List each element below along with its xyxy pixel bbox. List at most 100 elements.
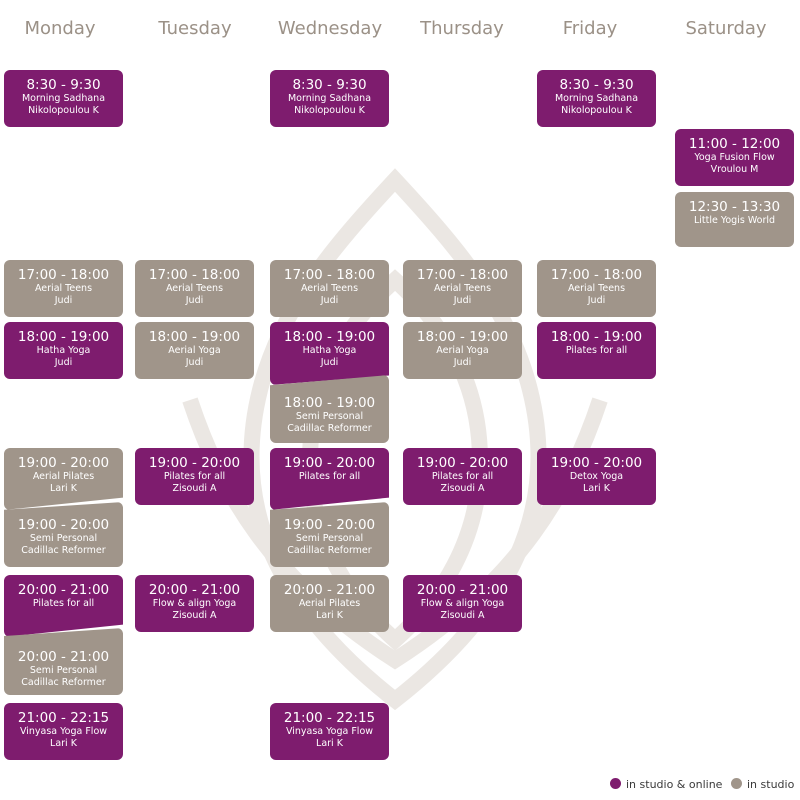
class-card[interactable]: 11:00 - 12:00 Yoga Fusion Flow Vroulou M bbox=[675, 129, 794, 186]
class-card[interactable]: 19:00 - 20:00 Semi Personal Cadillac Ref… bbox=[4, 502, 123, 567]
class-name: Aerial Pilates bbox=[32, 471, 95, 482]
class-name: Pilates for all bbox=[32, 598, 95, 609]
class-card[interactable]: 19:00 - 20:00 Aerial Pilates Lari K bbox=[4, 448, 123, 510]
legend-studio: in studio bbox=[731, 778, 794, 791]
class-card[interactable]: 19:00 - 20:00 Pilates for all bbox=[270, 448, 389, 510]
class-teacher: Judi bbox=[453, 357, 472, 368]
class-teacher: Vroulou M bbox=[710, 164, 759, 175]
day-header-tuesday: Tuesday bbox=[158, 18, 232, 39]
class-name: Hatha Yoga bbox=[302, 345, 357, 356]
class-teacher: Judi bbox=[587, 295, 606, 306]
class-teacher: Lari K bbox=[316, 610, 343, 621]
class-teacher: Zisoudi A bbox=[440, 610, 485, 621]
class-card[interactable]: 17:00 - 18:00 Aerial Teens Judi bbox=[270, 260, 389, 317]
class-card[interactable]: 17:00 - 18:00 Aerial Teens Judi bbox=[135, 260, 254, 317]
class-teacher: Judi bbox=[185, 295, 204, 306]
class-card[interactable]: 19:00 - 20:00 Pilates for all Zisoudi A bbox=[403, 448, 522, 505]
class-card[interactable]: 21:00 - 22:15 Vinyasa Yoga Flow Lari K bbox=[4, 703, 123, 760]
class-card[interactable]: 18:00 - 19:00 Aerial Yoga Judi bbox=[135, 322, 254, 379]
class-teacher: Lari K bbox=[316, 738, 343, 749]
day-header-monday: Monday bbox=[24, 18, 96, 39]
class-card[interactable]: 18:00 - 19:00 Aerial Yoga Judi bbox=[403, 322, 522, 379]
class-time: 19:00 - 20:00 bbox=[148, 455, 241, 471]
class-teacher: Zisoudi A bbox=[440, 483, 485, 494]
class-time: 17:00 - 18:00 bbox=[17, 267, 110, 283]
class-time: 8:30 - 9:30 bbox=[559, 77, 634, 93]
class-teacher: Judi bbox=[453, 295, 472, 306]
day-header-saturday: Saturday bbox=[685, 18, 767, 39]
class-time: 8:30 - 9:30 bbox=[292, 77, 367, 93]
class-name: Detox Yoga bbox=[569, 471, 624, 482]
class-teacher: Nikolopoulou K bbox=[294, 105, 365, 116]
class-card[interactable]: 12:30 - 13:30 Little Yogis World bbox=[675, 192, 794, 247]
class-card[interactable]: 21:00 - 22:15 Vinyasa Yoga Flow Lari K bbox=[270, 703, 389, 760]
class-teacher: Lari K bbox=[50, 483, 77, 494]
class-card[interactable]: 19:00 - 20:00 Semi Personal Cadillac Ref… bbox=[270, 502, 389, 567]
class-card[interactable]: 20:00 - 21:00 Pilates for all bbox=[4, 575, 123, 637]
purple-dot-icon bbox=[610, 778, 621, 789]
class-name: Little Yogis World bbox=[693, 215, 776, 226]
class-card[interactable]: 18:00 - 19:00 Hatha Yoga Judi bbox=[270, 322, 389, 385]
class-card[interactable]: 19:00 - 20:00 Detox Yoga Lari K bbox=[537, 448, 656, 505]
class-time: 20:00 - 21:00 bbox=[17, 649, 110, 665]
legend-online-label: in studio & online bbox=[626, 778, 723, 791]
lotus-watermark-icon bbox=[182, 168, 608, 711]
class-teacher: Judi bbox=[54, 357, 73, 368]
class-time: 18:00 - 19:00 bbox=[17, 329, 110, 345]
class-name: Morning Sadhana bbox=[287, 93, 372, 104]
class-teacher: Zisoudi A bbox=[172, 610, 217, 621]
class-name: Aerial Teens bbox=[165, 283, 224, 294]
class-time: 20:00 - 21:00 bbox=[17, 582, 110, 598]
class-card[interactable]: 8:30 - 9:30 Morning Sadhana Nikolopoulou… bbox=[270, 70, 389, 127]
class-teacher: Nikolopoulou K bbox=[28, 105, 99, 116]
class-name: Pilates for all bbox=[431, 471, 494, 482]
class-time: 18:00 - 19:00 bbox=[283, 329, 376, 345]
class-name: Semi Personal bbox=[29, 533, 98, 544]
class-teacher: Zisoudi A bbox=[172, 483, 217, 494]
class-card[interactable]: 18:00 - 19:00 Hatha Yoga Judi bbox=[4, 322, 123, 379]
class-name: Pilates for all bbox=[565, 345, 628, 356]
class-card[interactable]: 17:00 - 18:00 Aerial Teens Judi bbox=[4, 260, 123, 317]
class-name: Pilates for all bbox=[163, 471, 226, 482]
class-time: 19:00 - 20:00 bbox=[550, 455, 643, 471]
class-name: Aerial Yoga bbox=[168, 345, 221, 356]
class-name: Hatha Yoga bbox=[36, 345, 91, 356]
class-time: 11:00 - 12:00 bbox=[688, 136, 781, 152]
class-card[interactable]: 19:00 - 20:00 Pilates for all Zisoudi A bbox=[135, 448, 254, 505]
class-card[interactable]: 20:00 - 21:00 Flow & align Yoga Zisoudi … bbox=[135, 575, 254, 632]
class-time: 19:00 - 20:00 bbox=[17, 517, 110, 533]
class-time: 19:00 - 20:00 bbox=[416, 455, 509, 471]
class-teacher: Judi bbox=[320, 295, 339, 306]
class-time: 21:00 - 22:15 bbox=[17, 710, 110, 726]
class-card[interactable]: 20:00 - 21:00 Flow & align Yoga Zisoudi … bbox=[403, 575, 522, 632]
class-teacher: Judi bbox=[54, 295, 73, 306]
class-name: Flow & align Yoga bbox=[152, 598, 237, 609]
class-card[interactable]: 8:30 - 9:30 Morning Sadhana Nikolopoulou… bbox=[4, 70, 123, 127]
class-name: Yoga Fusion Flow bbox=[694, 152, 775, 163]
class-time: 20:00 - 21:00 bbox=[283, 582, 376, 598]
class-card[interactable]: 8:30 - 9:30 Morning Sadhana Nikolopoulou… bbox=[537, 70, 656, 127]
class-name: Aerial Teens bbox=[34, 283, 93, 294]
legend-studio-label: in studio bbox=[747, 778, 795, 791]
class-name: Aerial Teens bbox=[567, 283, 626, 294]
class-name: Aerial Teens bbox=[433, 283, 492, 294]
class-name: Aerial Pilates bbox=[298, 598, 361, 609]
class-card[interactable]: 18:00 - 19:00 Semi Personal Cadillac Ref… bbox=[270, 375, 389, 443]
class-name: Semi Personal bbox=[295, 533, 364, 544]
day-header-wednesday: Wednesday bbox=[277, 18, 383, 39]
class-teacher: Lari K bbox=[50, 738, 77, 749]
class-time: 8:30 - 9:30 bbox=[26, 77, 101, 93]
class-time: 17:00 - 18:00 bbox=[416, 267, 509, 283]
class-name: Vinyasa Yoga Flow bbox=[19, 726, 108, 737]
class-time: 18:00 - 19:00 bbox=[550, 329, 643, 345]
class-name: Vinyasa Yoga Flow bbox=[285, 726, 374, 737]
class-time: 17:00 - 18:00 bbox=[550, 267, 643, 283]
class-name: Flow & align Yoga bbox=[420, 598, 505, 609]
class-card[interactable]: 20:00 - 21:00 Aerial Pilates Lari K bbox=[270, 575, 389, 632]
class-card[interactable]: 18:00 - 19:00 Pilates for all bbox=[537, 322, 656, 379]
class-card[interactable]: 17:00 - 18:00 Aerial Teens Judi bbox=[537, 260, 656, 317]
class-card[interactable]: 20:00 - 21:00 Semi Personal Cadillac Ref… bbox=[4, 628, 123, 695]
class-card[interactable]: 17:00 - 18:00 Aerial Teens Judi bbox=[403, 260, 522, 317]
class-time: 20:00 - 21:00 bbox=[148, 582, 241, 598]
class-name: Semi Personal bbox=[29, 665, 98, 676]
